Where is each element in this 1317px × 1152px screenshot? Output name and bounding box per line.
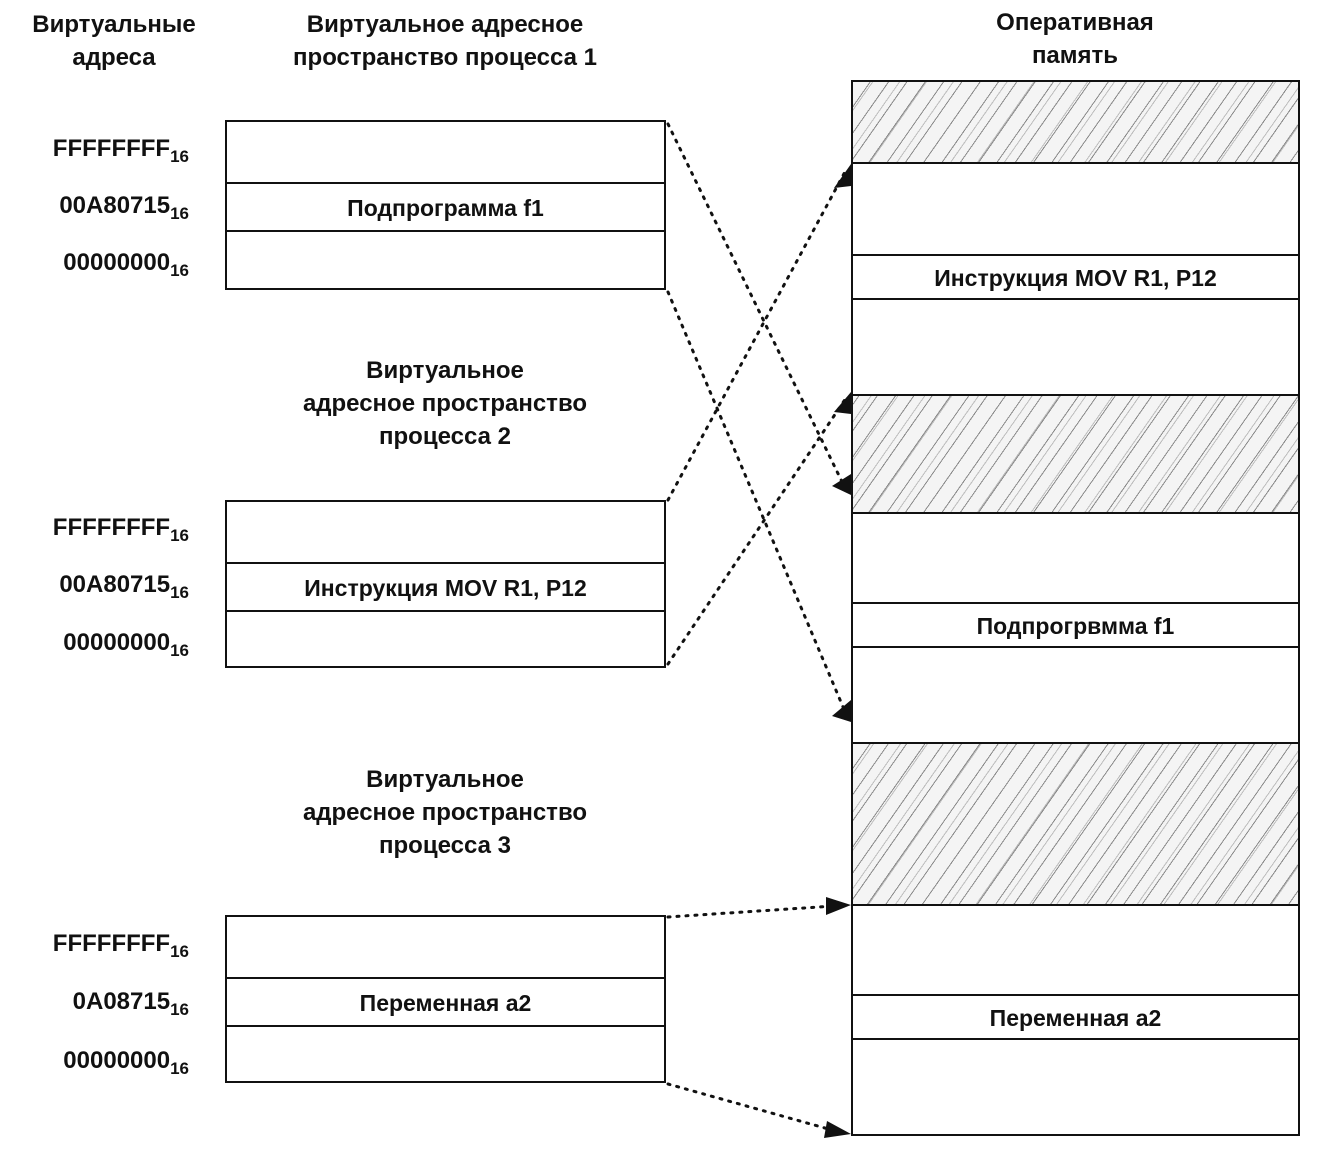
p1-top-to-ram-arrow bbox=[666, 122, 848, 492]
ram-occupied-block-1 bbox=[853, 82, 1298, 164]
p1-address-mid: 00A8071516 bbox=[59, 192, 189, 223]
p1-address-low: 0000000016 bbox=[63, 249, 189, 280]
process2-divider bbox=[227, 610, 664, 612]
p2-address-high: FFFFFFFF16 bbox=[52, 514, 189, 545]
ram-subprogram-row: Подпрогрвмма f1 bbox=[853, 602, 1298, 648]
p3-address-low: 0000000016 bbox=[63, 1047, 189, 1078]
arrowhead-3 bbox=[834, 164, 851, 188]
process3-label: Переменная a2 bbox=[359, 989, 532, 1016]
process1-divider bbox=[227, 230, 664, 232]
ram-page-instr-bottom bbox=[853, 298, 1298, 394]
arrowhead-1 bbox=[832, 474, 851, 495]
arrowhead-4 bbox=[834, 392, 851, 414]
p3-address-high: FFFFFFFF16 bbox=[52, 930, 189, 961]
ram-variable-row: Переменная a2 bbox=[853, 994, 1298, 1040]
arrowhead-2 bbox=[832, 700, 851, 722]
ram-occupied-block-3 bbox=[853, 742, 1298, 904]
p2-address-low: 0000000016 bbox=[63, 629, 189, 660]
process2-row-mid: Инструкция MOV R1, P12 bbox=[227, 562, 664, 612]
ram-column: Инструкция MOV R1, P12 Подпрогрвмма f1 П… bbox=[851, 80, 1300, 1136]
ram-page-top bbox=[853, 162, 1298, 254]
ram-instruction-label: Инструкция MOV R1, P12 bbox=[934, 264, 1217, 291]
p3-address-mid: 0A0871516 bbox=[72, 988, 189, 1019]
process2-label: Инструкция MOV R1, P12 bbox=[304, 574, 587, 601]
p1-bottom-to-ram-arrow bbox=[666, 290, 848, 716]
ram-page-sub-bottom bbox=[853, 646, 1298, 744]
process3-header: Виртуальное адресное пространство процес… bbox=[302, 766, 588, 859]
ram-subprogram-label: Подпрогрвмма f1 bbox=[976, 612, 1175, 639]
process1-address-space: Подпрограмма f1 bbox=[225, 120, 666, 290]
process2-address-space: Инструкция MOV R1, P12 bbox=[225, 500, 666, 668]
ram-page-var-bottom bbox=[853, 1038, 1298, 1134]
p2-top-to-ram-arrow bbox=[666, 168, 848, 502]
ram-header: Оперативная память bbox=[996, 9, 1154, 69]
process3-address-space: Переменная a2 bbox=[225, 915, 666, 1083]
arrowhead-6 bbox=[824, 1121, 851, 1138]
ram-occupied-block-2 bbox=[853, 394, 1298, 514]
process1-row-mid: Подпрограмма f1 bbox=[227, 182, 664, 232]
ram-variable-label: Переменная a2 bbox=[989, 1004, 1162, 1031]
ram-page-var-top bbox=[853, 904, 1298, 996]
ram-page-sub-top bbox=[853, 512, 1298, 604]
process1-header: Виртуальное адресное пространство процес… bbox=[293, 11, 597, 71]
process3-row-mid: Переменная a2 bbox=[227, 977, 664, 1027]
ram-instruction-row: Инструкция MOV R1, P12 bbox=[853, 254, 1298, 300]
p1-address-high: FFFFFFFF16 bbox=[52, 135, 189, 166]
virtual-addresses-header: Виртуальные адреса bbox=[32, 11, 196, 71]
p2-bottom-to-ram-arrow bbox=[666, 396, 848, 666]
process1-label: Подпрограмма f1 bbox=[347, 194, 544, 221]
process3-divider bbox=[227, 1025, 664, 1027]
p3-bottom-to-ram-arrow bbox=[666, 1082, 834, 1132]
p3-top-to-ram-arrow bbox=[666, 904, 836, 919]
process2-header: Виртуальное адресное пространство процес… bbox=[302, 357, 588, 450]
p2-address-mid: 00A8071516 bbox=[59, 571, 189, 602]
arrowhead-5 bbox=[826, 897, 851, 915]
